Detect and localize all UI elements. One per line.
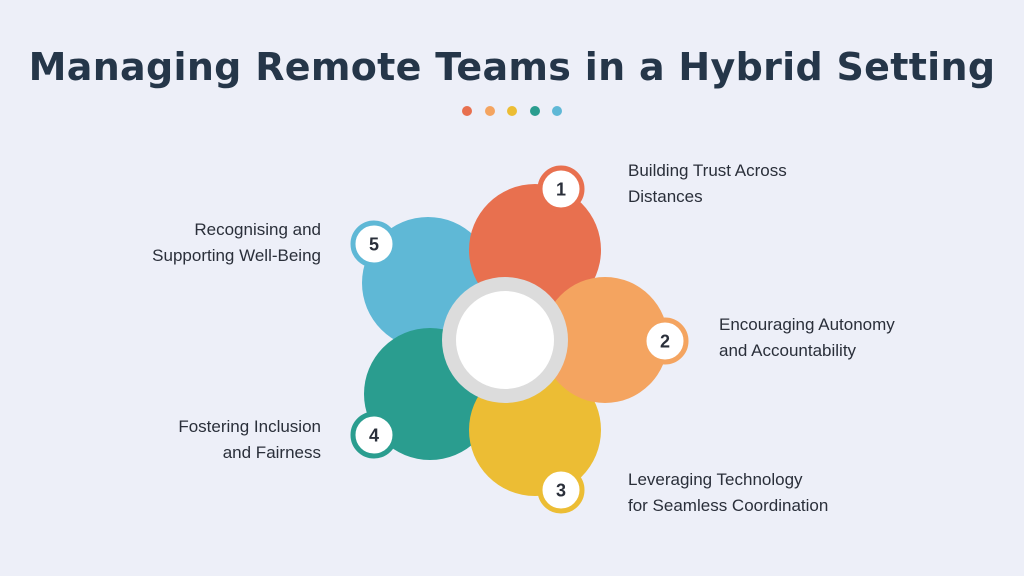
badge-3: 3 bbox=[537, 466, 585, 514]
accent-dot bbox=[485, 106, 495, 116]
step-number: 2 bbox=[660, 332, 670, 352]
step-number: 4 bbox=[369, 426, 379, 446]
accent-dot bbox=[462, 106, 472, 116]
badge-4: 4 bbox=[350, 411, 398, 459]
step-label-3: Leveraging Technology for Seamless Coord… bbox=[628, 467, 828, 519]
step-label-1: Building Trust Across Distances bbox=[628, 158, 787, 210]
petal-2 bbox=[542, 277, 668, 403]
step-label-line: Leveraging Technology bbox=[628, 470, 803, 489]
step-label-line: Supporting Well-Being bbox=[152, 246, 321, 265]
step-number: 1 bbox=[556, 180, 566, 200]
step-label-line: and Accountability bbox=[719, 341, 857, 360]
step-label-line: Building Trust Across bbox=[628, 161, 787, 180]
hub-center bbox=[456, 291, 554, 389]
badge-circle bbox=[350, 220, 398, 268]
step-label-line: Encouraging Autonomy bbox=[719, 315, 895, 334]
badge-5: 5 bbox=[350, 220, 398, 268]
page-title: Managing Remote Teams in a Hybrid Settin… bbox=[28, 45, 996, 89]
step-number: 5 bbox=[369, 235, 379, 255]
step-label-line: Fostering Inclusion bbox=[178, 417, 321, 436]
step-label-line: and Fairness bbox=[222, 443, 321, 462]
step-label-line: Distances bbox=[628, 187, 703, 206]
accent-dot bbox=[507, 106, 517, 116]
accent-dot bbox=[530, 106, 540, 116]
step-label-2: Encouraging Autonomy and Accountability bbox=[719, 312, 895, 364]
step-number: 3 bbox=[556, 481, 566, 501]
step-label-4: Fostering Inclusion and Fairness bbox=[178, 414, 321, 466]
step-label-line: for Seamless Coordination bbox=[628, 496, 829, 515]
badge-circle bbox=[537, 466, 585, 514]
badge-1: 1 bbox=[537, 165, 585, 213]
badge-2: 2 bbox=[641, 317, 689, 365]
badge-circle bbox=[537, 165, 585, 213]
accent-dots bbox=[462, 106, 572, 118]
badge-circle bbox=[641, 317, 689, 365]
step-label-line: Recognising and bbox=[194, 220, 321, 239]
accent-dot bbox=[552, 106, 562, 116]
step-label-5: Recognising and Supporting Well-Being bbox=[152, 217, 321, 269]
badge-circle bbox=[350, 411, 398, 459]
